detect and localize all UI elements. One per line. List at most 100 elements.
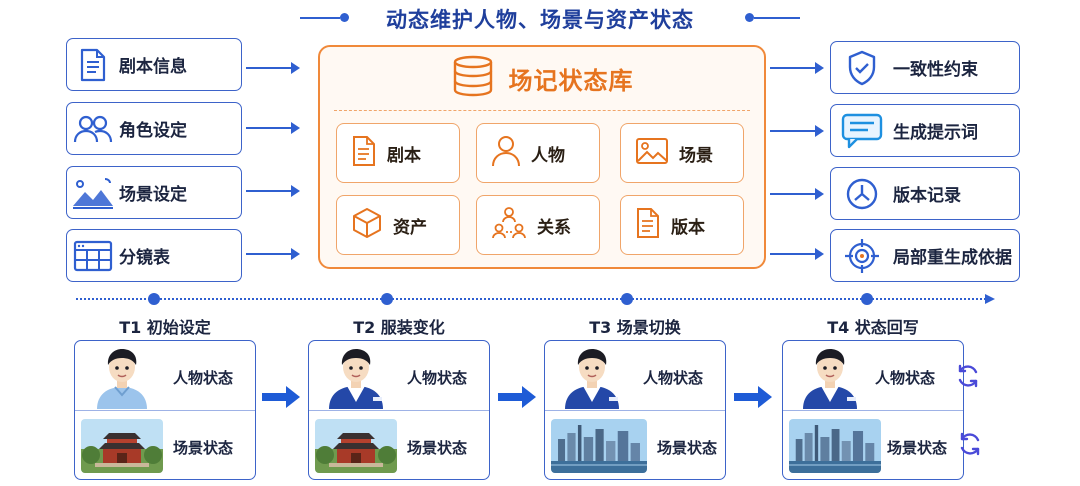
character-avatar	[329, 349, 383, 409]
stage-label-t3: T3 场景切换	[589, 318, 681, 337]
store-cell-relation: 关系	[476, 195, 600, 255]
temple-scene-image	[315, 419, 397, 473]
stage-card-t4: 人物状态 场景状态	[782, 340, 980, 480]
flow-arrow	[770, 248, 824, 260]
input-script-info: 剧本信息	[66, 38, 242, 91]
output-version-record: 版本记录	[830, 167, 1020, 220]
cube-icon	[351, 207, 383, 243]
stage-label-t1: T1 初始设定	[119, 318, 211, 337]
character-state-label: 人物状态	[875, 369, 936, 387]
flow-arrow	[770, 62, 824, 74]
input-label: 分镜表	[119, 248, 170, 268]
store-header: 场记状态库	[320, 47, 764, 109]
chat-icon	[831, 105, 893, 156]
title-line-right	[754, 17, 800, 19]
scene-state-label: 场景状态	[173, 439, 234, 457]
stage-card-t3: 人物状态 场景状态	[544, 340, 726, 480]
input-label: 剧本信息	[119, 57, 187, 77]
store-cell-asset: 资产	[336, 195, 460, 255]
cell-label: 人物	[531, 145, 565, 166]
character-state-label: 人物状态	[173, 369, 234, 387]
diagram-title: 动态维护人物、场景与资产状态	[386, 8, 694, 32]
card-divider	[309, 410, 489, 411]
scene-state-label: 场景状态	[657, 439, 718, 457]
target-icon	[831, 230, 893, 281]
timeline-dot	[381, 293, 393, 305]
landscape-icon	[67, 167, 119, 218]
image-icon	[635, 137, 669, 169]
document-icon	[635, 207, 661, 243]
cell-label: 剧本	[387, 145, 421, 166]
timeline-line	[76, 298, 986, 300]
title-line-left	[300, 17, 340, 19]
timeline-dot	[861, 293, 873, 305]
cell-label: 关系	[537, 217, 571, 238]
character-avatar	[97, 349, 147, 409]
timeline-dot	[621, 293, 633, 305]
store-cell-version: 版本	[620, 195, 744, 255]
input-character-settings: 角色设定	[66, 102, 242, 155]
refresh-icon	[958, 364, 978, 388]
scene-state-label: 场景状态	[407, 439, 468, 457]
cell-label: 资产	[393, 217, 427, 238]
temple-scene-image	[81, 419, 163, 473]
output-partial-regen: 局部重生成依据	[830, 229, 1020, 282]
store-divider	[334, 110, 750, 111]
refresh-icon	[960, 432, 980, 456]
stage-arrow	[734, 386, 772, 408]
store-title: 场记状态库	[508, 66, 634, 95]
output-label: 生成提示词	[893, 123, 978, 143]
card-divider	[783, 410, 963, 411]
stage-arrow	[262, 386, 300, 408]
diagram-title-bar: 动态维护人物、场景与资产状态	[0, 0, 1080, 34]
storyboard-grid-icon	[67, 230, 119, 281]
person-icon	[491, 135, 521, 171]
output-label: 一致性约束	[893, 60, 978, 80]
cell-label: 版本	[671, 217, 705, 238]
flow-arrow	[246, 122, 300, 134]
input-label: 角色设定	[119, 121, 187, 141]
title-dot-left	[340, 13, 349, 22]
city-skyline-image	[551, 419, 647, 473]
flow-arrow	[246, 248, 300, 260]
card-divider	[545, 410, 725, 411]
document-icon	[67, 39, 119, 90]
cell-label: 场景	[679, 145, 713, 166]
character-avatar	[803, 349, 857, 409]
input-storyboard: 分镜表	[66, 229, 242, 282]
title-dot-right	[745, 13, 754, 22]
flow-arrow	[770, 188, 824, 200]
character-state-label: 人物状态	[643, 369, 704, 387]
stage-label-t2: T2 服装变化	[353, 318, 445, 337]
card-divider	[75, 410, 255, 411]
flow-arrow	[246, 185, 300, 197]
input-label: 场景设定	[119, 185, 187, 205]
store-cell-character: 人物	[476, 123, 600, 183]
character-state-label: 人物状态	[407, 369, 468, 387]
stage-card-t1: 人物状态 场景状态	[74, 340, 256, 480]
store-cell-script: 剧本	[336, 123, 460, 183]
timeline-dot	[148, 293, 160, 305]
stage-arrow	[498, 386, 536, 408]
city-skyline-image	[789, 419, 881, 473]
clock-icon	[831, 168, 893, 219]
timeline-arrowhead	[985, 294, 995, 304]
users-icon	[67, 103, 119, 154]
flow-arrow	[246, 62, 300, 74]
relation-icon	[491, 206, 527, 244]
scene-state-label: 场景状态	[887, 439, 948, 457]
shield-check-icon	[831, 42, 893, 93]
character-avatar	[565, 349, 619, 409]
document-icon	[351, 135, 377, 171]
output-label: 版本记录	[893, 186, 961, 206]
output-label: 局部重生成依据	[893, 248, 1012, 268]
stage-label-t4: T4 状态回写	[827, 318, 919, 337]
output-prompt: 生成提示词	[830, 104, 1020, 157]
flow-arrow	[770, 125, 824, 137]
output-consistency: 一致性约束	[830, 41, 1020, 94]
database-icon	[451, 55, 495, 101]
scene-state-store: 场记状态库 剧本 人物 场景 资产 关系 版本	[318, 45, 766, 269]
stage-card-t2: 人物状态 场景状态	[308, 340, 490, 480]
input-scene-settings: 场景设定	[66, 166, 242, 219]
store-cell-scene: 场景	[620, 123, 744, 183]
